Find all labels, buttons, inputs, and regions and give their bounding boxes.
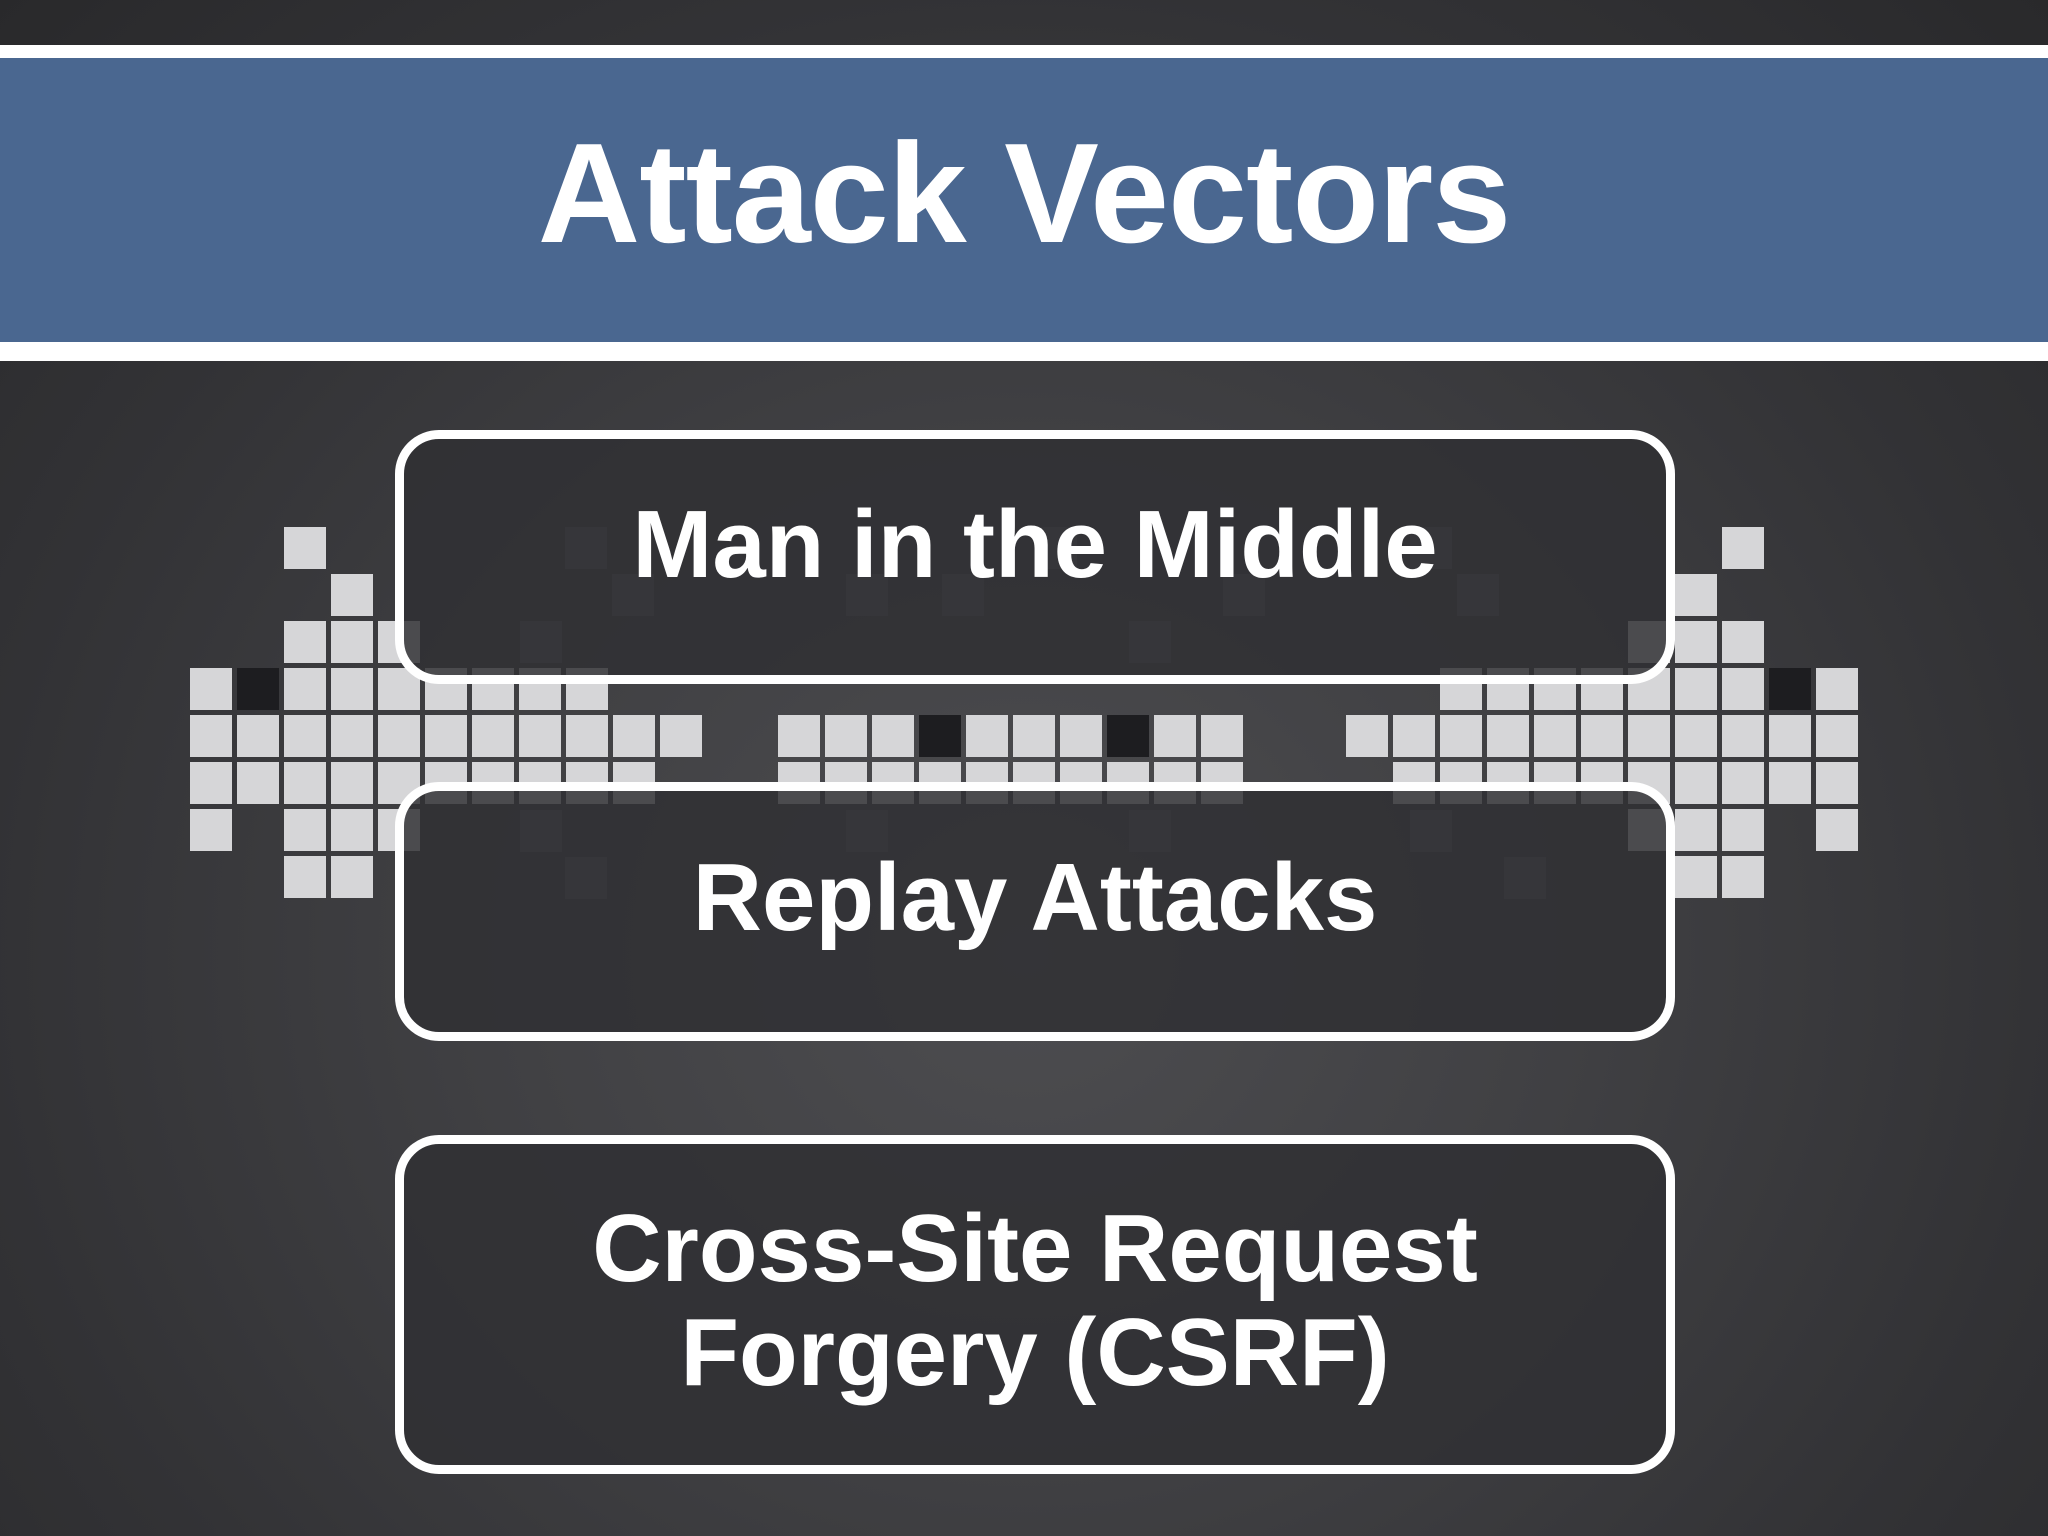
pixel-tile: [1769, 715, 1811, 757]
title-banner: Attack Vectors: [0, 45, 2048, 361]
pixel-tile: [284, 809, 326, 851]
pixel-tile: [1675, 668, 1717, 710]
pixel-tile: [919, 715, 961, 757]
pixel-tile: [1487, 715, 1529, 757]
pixel-tile: [190, 715, 232, 757]
pixel-tile: [1816, 668, 1858, 710]
pixel-tile: [1628, 715, 1670, 757]
title-banner-fill: Attack Vectors: [0, 58, 2048, 342]
pixel-tile: [1675, 621, 1717, 663]
pixel-tile: [1816, 809, 1858, 851]
pixel-tile: [1722, 621, 1764, 663]
pixel-tile: [284, 668, 326, 710]
pixel-tile: [1675, 762, 1717, 804]
pixel-tile: [1722, 856, 1764, 898]
pixel-tile: [1581, 715, 1623, 757]
pixel-tile: [966, 715, 1008, 757]
pixel-tile: [331, 856, 373, 898]
slide-title: Attack Vectors: [537, 114, 1512, 273]
pixel-tile: [825, 715, 867, 757]
pixel-tile: [778, 715, 820, 757]
pixel-tile: [190, 668, 232, 710]
attack-vector-label: Replay Attacks: [692, 843, 1378, 951]
attack-vector-label-line-1: Cross-Site Request: [592, 1195, 1478, 1303]
pixel-tile: [1722, 762, 1764, 804]
pixel-tile: [1722, 527, 1764, 569]
pixel-tile: [237, 715, 279, 757]
pixel-tile: [472, 715, 514, 757]
pixel-tile: [190, 762, 232, 804]
pixel-tile: [1201, 715, 1243, 757]
pixel-tile: [1675, 574, 1717, 616]
pixel-tile: [1722, 809, 1764, 851]
pixel-tile: [1534, 715, 1576, 757]
pixel-tile: [1013, 715, 1055, 757]
pixel-tile: [284, 715, 326, 757]
pixel-tile: [378, 715, 420, 757]
pixel-tile: [1816, 762, 1858, 804]
pixel-tile: [1675, 856, 1717, 898]
pixel-tile: [1440, 715, 1482, 757]
pixel-tile: [613, 715, 655, 757]
pixel-tile: [237, 762, 279, 804]
pixel-tile: [1816, 715, 1858, 757]
pixel-tile: [331, 715, 373, 757]
pixel-tile: [331, 574, 373, 616]
pixel-tile: [1393, 715, 1435, 757]
pixel-tile: [1107, 715, 1149, 757]
pixel-tile: [425, 715, 467, 757]
pixel-tile: [237, 668, 279, 710]
pixel-tile: [331, 621, 373, 663]
attack-vector-label-line-2: Forgery (CSRF): [680, 1298, 1390, 1406]
pixel-tile: [284, 762, 326, 804]
pixel-tile: [284, 621, 326, 663]
pixel-tile: [660, 715, 702, 757]
pixel-tile: [1769, 762, 1811, 804]
pixel-tile: [1769, 668, 1811, 710]
pixel-tile: [331, 668, 373, 710]
pixel-tile: [1154, 715, 1196, 757]
pixel-tile: [1722, 715, 1764, 757]
pixel-tile: [872, 715, 914, 757]
pixel-tile: [519, 715, 561, 757]
pixel-tile: [1675, 715, 1717, 757]
pixel-tile: [566, 715, 608, 757]
attack-vector-csrf: Cross-Site Request Forgery (CSRF): [395, 1135, 1675, 1474]
pixel-tile: [1060, 715, 1102, 757]
pixel-tile: [331, 809, 373, 851]
pixel-tile: [284, 856, 326, 898]
pixel-tile: [1346, 715, 1388, 757]
pixel-tile: [284, 527, 326, 569]
attack-vector-man-in-the-middle: Man in the Middle: [395, 430, 1675, 684]
attack-vector-label: Man in the Middle: [632, 491, 1438, 599]
attack-vector-replay-attacks: Replay Attacks: [395, 782, 1675, 1041]
pixel-tile: [1722, 668, 1764, 710]
pixel-tile: [1675, 809, 1717, 851]
pixel-tile: [190, 809, 232, 851]
pixel-tile: [331, 762, 373, 804]
